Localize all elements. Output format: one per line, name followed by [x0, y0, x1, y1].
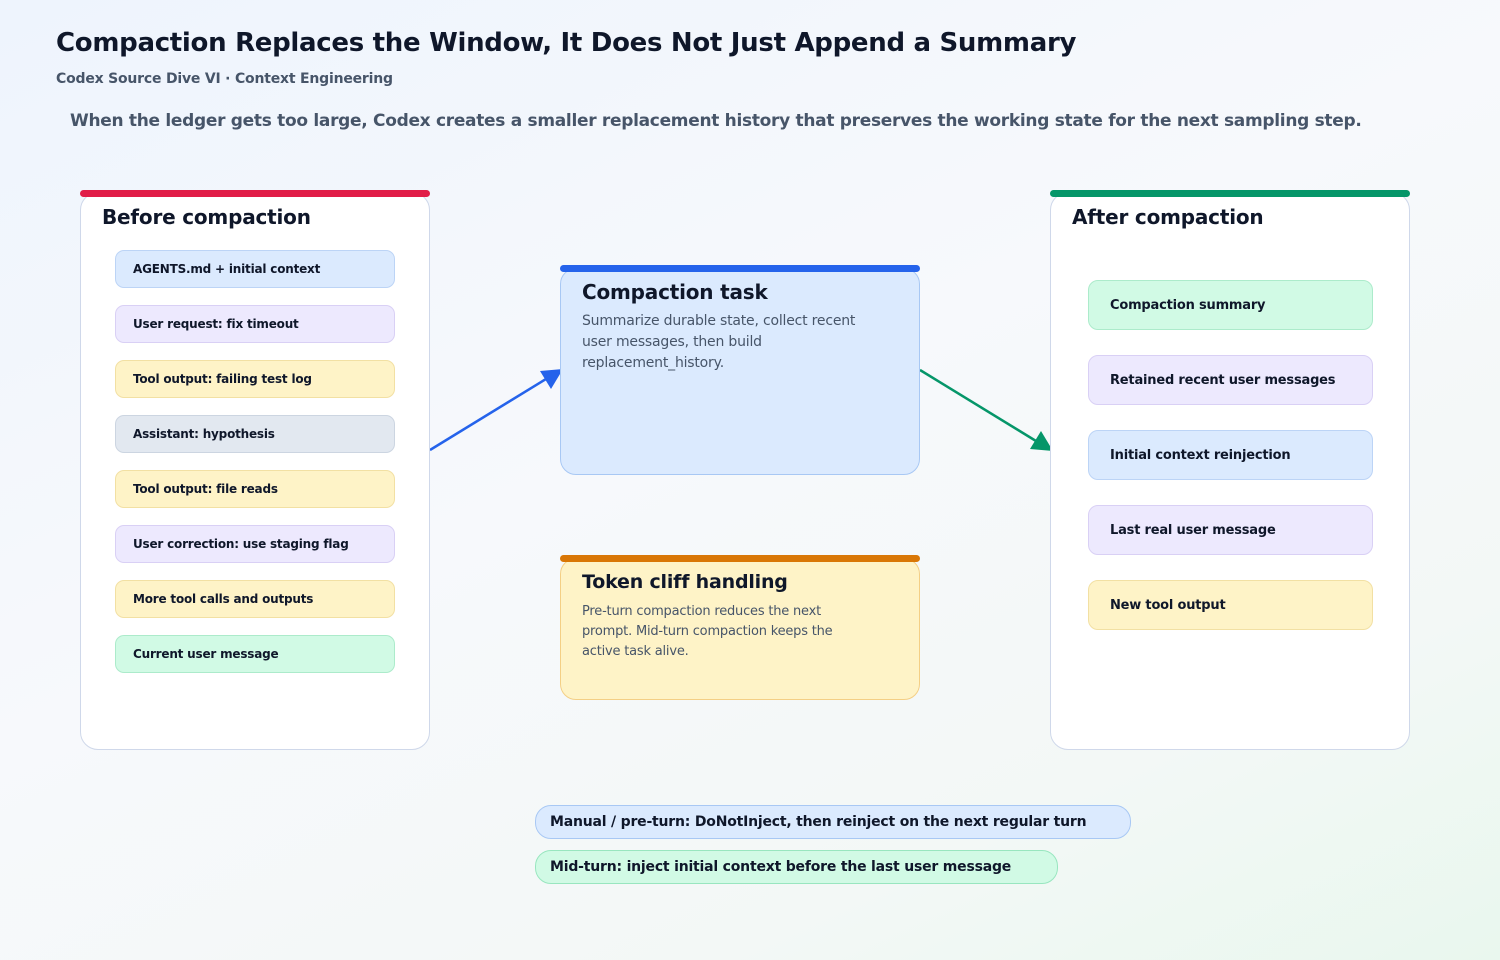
- before-item-user-correction: User correction: use staging flag: [115, 525, 395, 563]
- before-panel-accent-bar: [80, 190, 430, 197]
- before-panel-title: Before compaction: [102, 205, 311, 229]
- before-item-user-request: User request: fix timeout: [115, 305, 395, 343]
- page-subtitle: Codex Source Dive VI · Context Engineeri…: [56, 71, 393, 87]
- before-item-hypothesis: Assistant: hypothesis: [115, 415, 395, 453]
- before-item-file-reads: Tool output: file reads: [115, 470, 395, 508]
- arrow-head-task: [540, 369, 563, 389]
- after-item-last-real-user-message: Last real user message: [1088, 505, 1373, 555]
- before-item-failing-test-log: Tool output: failing test log: [115, 360, 395, 398]
- after-item-new-tool-output: New tool output: [1088, 580, 1373, 630]
- arrow-task-to-after: [919, 368, 1037, 443]
- page-lede: When the ledger gets too large, Codex cr…: [70, 111, 1362, 131]
- note-manual-pre-turn: Manual / pre-turn: DoNotInject, then rei…: [535, 805, 1131, 839]
- after-panel-accent-bar: [1050, 190, 1410, 197]
- after-panel-title: After compaction: [1072, 205, 1264, 229]
- arrow-before-to-task: [429, 377, 547, 452]
- token-cliff-box: [560, 558, 920, 700]
- page-title: Compaction Replaces the Window, It Does …: [56, 28, 1077, 58]
- before-item-current-user-message: Current user message: [115, 635, 395, 673]
- after-item-initial-context-reinjection: Initial context reinjection: [1088, 430, 1373, 480]
- after-item-retained-user-messages: Retained recent user messages: [1088, 355, 1373, 405]
- before-item-initial-context: AGENTS.md + initial context: [115, 250, 395, 288]
- compaction-task-accent-bar: [560, 265, 920, 272]
- token-cliff-title: Token cliff handling: [582, 571, 788, 593]
- compaction-task-box: [560, 268, 920, 475]
- compaction-task-title: Compaction task: [582, 280, 768, 304]
- token-cliff-accent-bar: [560, 555, 920, 562]
- arrow-head-after: [1030, 431, 1053, 451]
- before-item-more-tool-calls: More tool calls and outputs: [115, 580, 395, 618]
- after-item-compaction-summary: Compaction summary: [1088, 280, 1373, 330]
- token-cliff-text: Pre-turn compaction reduces the next pro…: [582, 604, 833, 659]
- compaction-task-text: Summarize durable state, collect recent …: [582, 313, 856, 371]
- note-mid-turn: Mid-turn: inject initial context before …: [535, 850, 1058, 884]
